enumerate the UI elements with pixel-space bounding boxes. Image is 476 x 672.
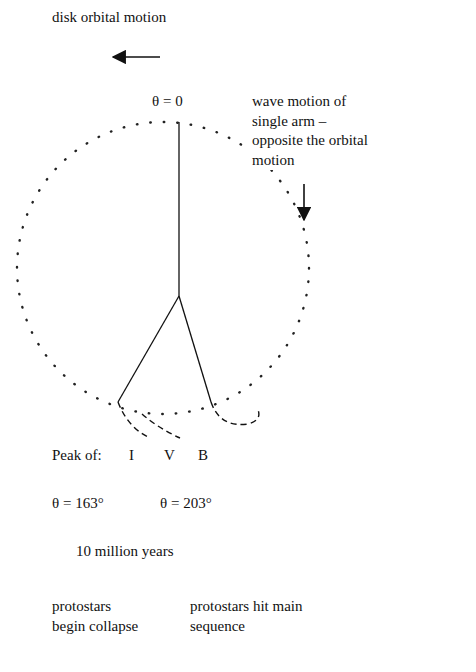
angle-label: θ = 0 <box>150 92 185 112</box>
wave-note: wave motion of single arm – opposite the… <box>250 92 370 170</box>
orbital-arrow <box>113 56 160 58</box>
peak-label: Peak of: <box>50 446 104 466</box>
angle-label: θ = 163° <box>50 494 106 514</box>
wave-arrow <box>303 184 305 220</box>
phase-note: protostars hit main sequence <box>188 597 308 636</box>
band-letter: V <box>162 446 177 466</box>
peak-arc-v <box>142 414 180 438</box>
arm-stem <box>178 122 179 296</box>
arm-left-branch <box>118 296 179 402</box>
peak-arc-b <box>211 402 259 425</box>
motion-label: disk orbital motion <box>50 8 168 28</box>
arm-right-branch <box>179 296 211 402</box>
angle-label: θ = 203° <box>158 494 214 514</box>
band-letter: B <box>196 446 210 466</box>
time-label: 10 million years <box>74 542 176 562</box>
band-letter: I <box>127 446 136 466</box>
peak-arc-i <box>118 402 150 438</box>
phase-note: protostars begin collapse <box>50 597 150 636</box>
